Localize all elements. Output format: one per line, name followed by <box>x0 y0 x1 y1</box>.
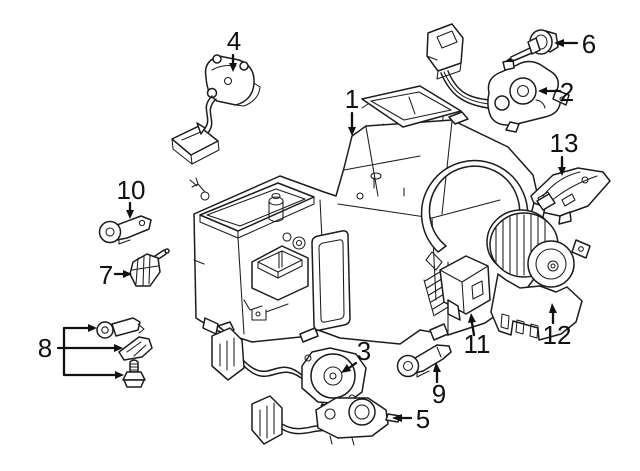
callout-5-label[interactable]: 5 <box>416 404 430 434</box>
callout-13-label[interactable]: 13 <box>550 128 579 158</box>
part-actuator-top <box>426 23 570 133</box>
part-clip-7 <box>129 248 170 287</box>
callout-8[interactable]: 8 <box>38 324 124 379</box>
part-sensor-cable <box>171 54 261 165</box>
callout-6[interactable]: 6 <box>554 29 596 59</box>
callout-1[interactable]: 1 <box>345 84 359 136</box>
callout-9-label[interactable]: 9 <box>432 379 446 409</box>
part-hardware-set-8 <box>96 317 153 388</box>
callout-7-label[interactable]: 7 <box>99 260 113 290</box>
part-blower-resistor <box>423 255 491 321</box>
part-lever-10 <box>98 215 152 245</box>
callout-4-label[interactable]: 4 <box>227 26 241 56</box>
part-crank-lever-9 <box>396 344 452 378</box>
callout-7[interactable]: 7 <box>99 260 132 290</box>
callout-13[interactable]: 13 <box>550 128 579 176</box>
callout-4[interactable]: 4 <box>227 26 241 72</box>
callout-3-label[interactable]: 3 <box>357 336 371 366</box>
callout-11-arrow <box>470 321 476 337</box>
callout-3-arrow <box>347 361 358 370</box>
callout-5[interactable]: 5 <box>392 404 430 434</box>
callout-6-label[interactable]: 6 <box>582 29 596 59</box>
callout-8-arrow <box>56 326 117 377</box>
callout-9[interactable]: 9 <box>432 362 446 409</box>
part-bracket <box>530 167 611 225</box>
part-temp-sensor <box>504 29 559 62</box>
callout-2-label[interactable]: 2 <box>560 77 574 107</box>
callout-8-label[interactable]: 8 <box>38 333 52 363</box>
part-actuator-5 <box>251 395 401 446</box>
callout-1-label[interactable]: 1 <box>345 84 359 114</box>
callout-11-label[interactable]: 11 <box>464 329 491 359</box>
part-blower-motor <box>486 193 591 341</box>
callout-10[interactable]: 10 <box>117 175 146 219</box>
callout-11[interactable]: 11 <box>464 313 491 359</box>
callout-12[interactable]: 12 <box>543 303 572 350</box>
callout-12-label[interactable]: 12 <box>543 320 572 350</box>
callout-3[interactable]: 3 <box>341 336 371 373</box>
part-actuator-3 <box>211 321 367 415</box>
callout-10-label[interactable]: 10 <box>117 175 146 205</box>
callout-2[interactable]: 2 <box>538 77 574 107</box>
